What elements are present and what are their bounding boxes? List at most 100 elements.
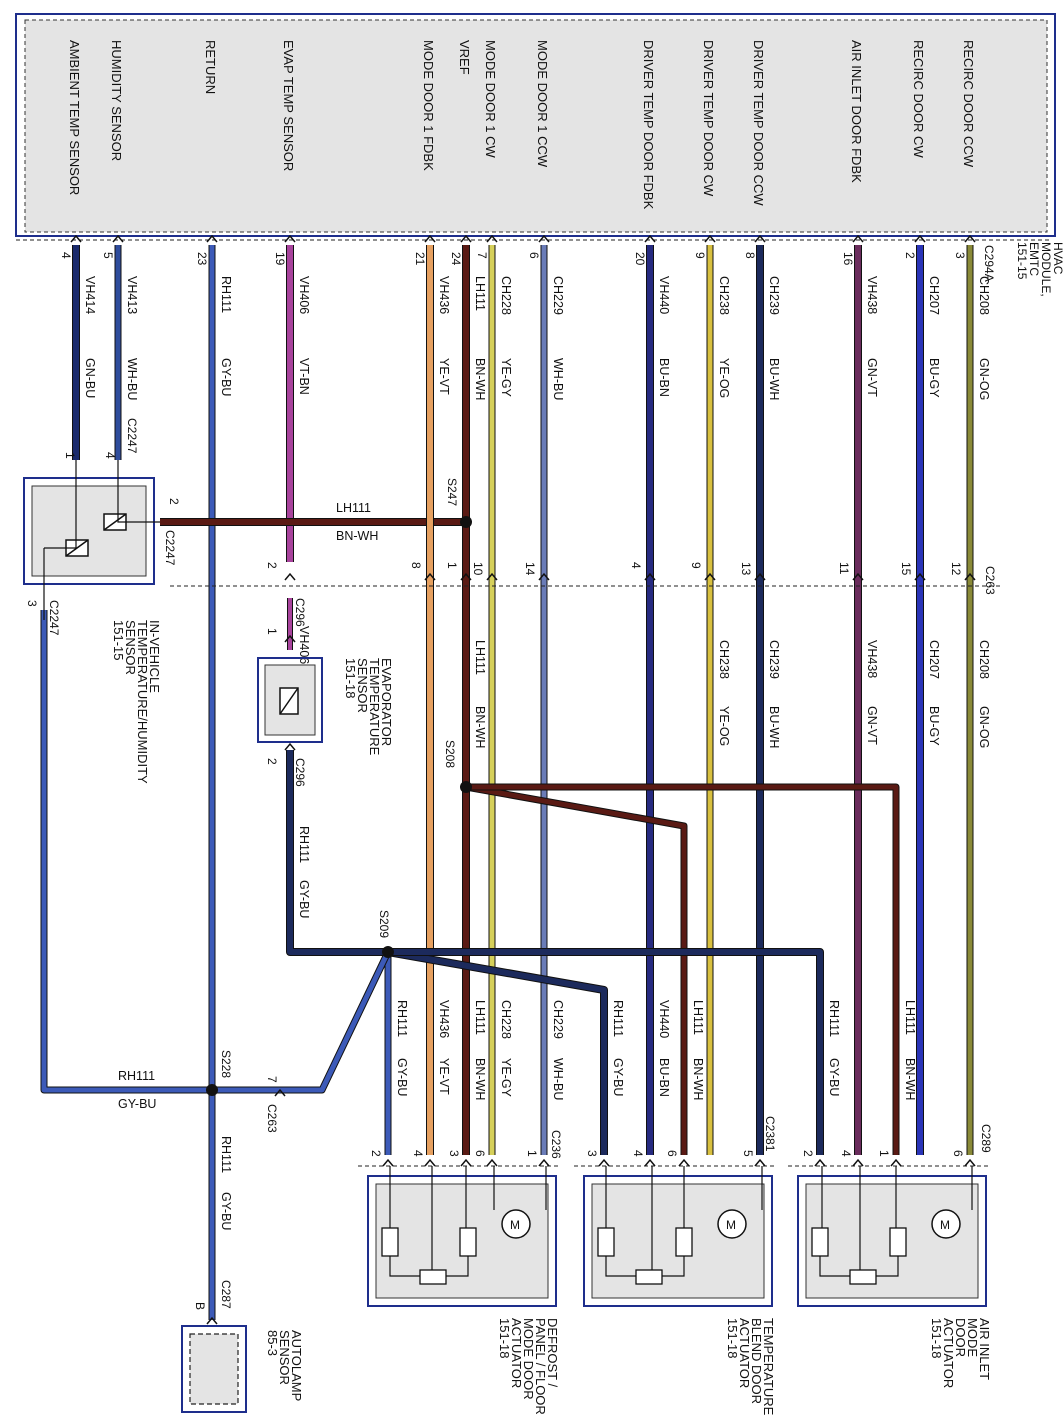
wire-circuit-label: CH208 [977,640,991,679]
wire-color-label: BU-WH [767,706,781,748]
evap-pin-2-bottom: 2 [265,758,279,765]
motor-icon: M [940,1218,950,1232]
module-pin-arrow [112,234,124,243]
evap-c296-top: C296 [293,598,307,627]
c263-pin-arrow [538,572,550,581]
evap-label-line: TEMPERATURE [367,658,382,756]
in-vehicle-sensor [23,460,160,620]
wire-circuit-label: RH111 [395,1000,409,1037]
wire-color-label: BU-GY [927,358,941,398]
s228-color-label: GY-BU [118,1097,156,1111]
wire-color-label: GY-BU [219,358,233,396]
s247-circuit-label: LH111 [336,501,371,515]
wire-color-label: GN-OG [977,358,991,400]
actuator-pin-number: 2 [801,1150,815,1157]
evaporator-sensor [257,657,323,743]
autolamp-pin-b: B [193,1302,207,1310]
module-pin-number: 9 [693,252,707,259]
c289-label: C289 [979,1124,993,1153]
module-pin-label: AIR INLET DOOR FDBK [849,40,864,183]
actuator-pin-arrow [964,1158,976,1167]
wire-rh111-ivs [40,610,212,1094]
wire-color-label: WH-BU [551,1058,565,1100]
wire-color-label: VT-BN [297,358,311,395]
c263-pin-number: 9 [689,562,703,569]
ivs-label-line: TEMPERATURE/HUMIDITY [135,620,150,784]
wire-s208-to-blend [465,783,688,1155]
ivs-connector-top: C2247 [125,418,139,454]
inlet-actuator-label-line: AIR INLET [977,1318,992,1380]
c263-pin-number: 14 [523,562,537,576]
wire-circuit-label: LH111 [473,1000,487,1035]
wire-color-label: BU-GY [927,706,941,746]
hvac-module [15,13,1056,241]
c263-pin-arrow [754,572,766,581]
evap-label-line: EVAPORATOR [379,658,394,746]
wire-color-label: BN-WH [473,1058,487,1100]
module-pin-label: VREF [457,40,472,75]
wire-color-label: GN-OG [977,706,991,748]
actuator-pin-arrow [852,1158,864,1167]
module-name-line: EMTC [1027,242,1041,276]
wire-circuit-label: CH239 [767,276,781,315]
wire-circuit-label: CH228 [499,1000,513,1039]
module-pin-number: 24 [449,252,463,266]
wire-color-label: GY-BU [219,1192,233,1230]
module-pin-label: RECIRC DOOR CW [911,40,926,158]
evap-label-line: SENSOR [355,658,370,713]
wire-circuit-label: VH438 [865,640,879,678]
wire-color-label: YE-GY [499,358,513,398]
module-pin-arrow [852,234,864,243]
c263-pin-7: 7 [265,1076,279,1083]
actuator-pin-number: 4 [631,1150,645,1157]
actuator-pin-arrow [538,1158,550,1167]
c263-pin-arrow [284,572,296,581]
wire-circuit-label: RH111 [827,1000,841,1037]
module-pin-label: RECIRC DOOR CCW [961,40,976,168]
c263-pin-number: 11 [837,562,851,575]
wire-circuit-label: LH111 [903,1000,917,1035]
module-name-line: MODULE, [1039,242,1053,297]
module-pin-number: 6 [527,252,541,259]
splice-s208-label: S208 [443,740,457,768]
actuator-pin-arrow [814,1158,826,1167]
actuator-pin-arrow [678,1158,690,1167]
actuator-pin-arrow [486,1158,498,1167]
wire-circuit-label: CH207 [927,276,941,315]
module-name-line: 151-15 [1015,242,1029,280]
wire-circuit-label: LH111 [473,276,487,311]
wire-circuit-label: VH436 [437,276,451,314]
module-pin-label: MODE DOOR 1 CW [483,40,498,158]
wire-circuit-label: CH208 [977,276,991,315]
splice-s208-dot [460,781,472,793]
module-pin-arrow [754,234,766,243]
wire-color-label: GN-VT [865,358,879,397]
c263-label: C263 [983,566,997,595]
c2381-label: C2381 [763,1116,777,1152]
ivs-pin-4: 4 [103,452,117,459]
evap-label-line: 151-18 [343,658,358,698]
module-pin-arrow [424,234,436,243]
actuator-pin-number: 3 [585,1150,599,1157]
c263-pin-arrow [424,572,436,581]
module-pin-label: DRIVER TEMP DOOR CW [701,40,716,197]
inlet-actuator-label-line: MODE [965,1318,980,1357]
wire-color-label: GY-BU [395,1058,409,1096]
defrost-actuator-label-line: MODE DOOR [521,1318,536,1400]
wire-circuit-label: VH414 [83,276,97,314]
c263-pin-number: 4 [629,562,643,569]
module-pin-number: 19 [273,252,287,266]
module-pin-arrow [486,234,498,243]
module-pin-number: 3 [953,252,967,259]
module-pin-number: 20 [633,252,647,266]
splice-s228-dot [206,1084,218,1096]
wire-circuit-label: VH406 [297,626,311,664]
wire-color-label: BN-WH [691,1058,705,1100]
motor-icon: M [510,1218,520,1232]
module-pin-number: 2 [903,252,917,259]
in-vehicle-sensor-label: IN-VEHICLETEMPERATURE/HUMIDITYSENSOR151-… [111,620,162,784]
